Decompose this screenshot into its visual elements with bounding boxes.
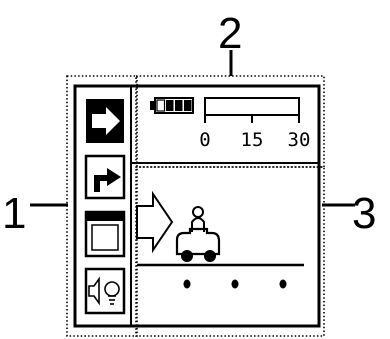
callout-label-1: 1 <box>2 189 26 238</box>
scale-tick-label: 30 <box>288 129 311 151</box>
ground-dots <box>184 280 287 289</box>
scale-tick-label: 0 <box>199 129 210 151</box>
battery-cell <box>184 100 192 111</box>
battery-cell <box>175 100 183 111</box>
battery-cell <box>166 100 174 111</box>
battery-cell <box>157 100 165 111</box>
window-icon[interactable] <box>86 212 124 256</box>
level-bar <box>205 98 299 115</box>
turn-arrow-icon[interactable] <box>86 156 124 198</box>
outline-arrow-icon <box>137 194 172 250</box>
forward-arrow-icon[interactable] <box>86 99 124 143</box>
scene-region-outline <box>136 167 324 336</box>
ground-dot <box>280 280 287 289</box>
callout-label-3: 3 <box>352 189 376 238</box>
speaker-bulb-icon[interactable] <box>86 269 124 313</box>
scale-tick-label: 15 <box>241 129 264 151</box>
ground-dot <box>184 280 191 289</box>
status-region-outline <box>136 76 324 167</box>
battery-icon <box>150 98 193 113</box>
ground-dot <box>232 280 239 289</box>
car-with-driver-icon <box>177 207 219 262</box>
